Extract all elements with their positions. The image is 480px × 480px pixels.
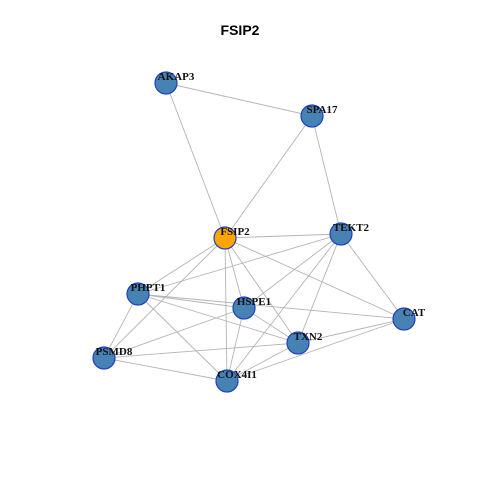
node-hspe1[interactable]: HSPE1 (232, 296, 271, 320)
node-circle[interactable] (126, 282, 150, 306)
edge-txn2-cox4i1 (226, 342, 299, 382)
node-psmd8[interactable]: PSMD8 (92, 346, 133, 370)
edge-fsip2-cox4i1 (224, 237, 228, 382)
edge-fsip2-hspe1 (224, 237, 245, 309)
node-tekt2[interactable]: TEKT2 (329, 222, 370, 246)
node-label: FSIP2 (220, 226, 250, 238)
edge-fsip2-tekt2 (224, 233, 342, 239)
node-circle[interactable] (329, 222, 353, 246)
node-label: PHPT1 (131, 282, 166, 294)
node-label: TEKT2 (333, 222, 370, 234)
edge-hspe1-psmd8 (103, 307, 245, 359)
edge-tekt2-txn2 (297, 233, 342, 344)
node-label: PSMD8 (96, 346, 133, 358)
node-circle[interactable] (213, 226, 237, 250)
node-circle[interactable] (92, 346, 116, 370)
edge-fsip2-psmd8 (103, 237, 226, 359)
node-phpt1[interactable]: PHPT1 (126, 282, 166, 306)
node-circle[interactable] (286, 331, 310, 355)
node-label: AKAP3 (158, 71, 195, 83)
edge-phpt1-cat (137, 293, 405, 320)
edge-fsip2-phpt1 (137, 237, 226, 295)
edge-txn2-psmd8 (103, 342, 299, 359)
edge-spa17-fsip2 (224, 115, 313, 239)
node-circle[interactable] (215, 369, 239, 393)
edge-txn2-cat (297, 318, 405, 344)
edge-phpt1-hspe1 (137, 293, 245, 309)
edge-tekt2-phpt1 (137, 233, 342, 295)
edge-hspe1-cox4i1 (226, 307, 245, 382)
node-cox4i1[interactable]: COX4I1 (215, 369, 257, 393)
node-circle[interactable] (154, 71, 178, 95)
node-fsip2[interactable]: FSIP2 (213, 226, 250, 250)
diagram-title: FSIP2 (221, 22, 260, 38)
node-spa17[interactable]: SPA17 (300, 104, 338, 128)
node-label: COX4I1 (217, 369, 257, 381)
edge-phpt1-psmd8 (103, 293, 139, 359)
edge-akap3-fsip2 (165, 82, 226, 239)
edge-phpt1-txn2 (137, 293, 299, 344)
edge-spa17-tekt2 (311, 115, 342, 235)
node-circle[interactable] (392, 307, 416, 331)
edge-cat-cox4i1 (226, 318, 405, 382)
node-label: TXN2 (294, 331, 323, 343)
node-txn2[interactable]: TXN2 (286, 331, 323, 355)
edge-phpt1-cox4i1 (137, 293, 228, 382)
edge-psmd8-cox4i1 (103, 357, 228, 382)
node-label: SPA17 (307, 104, 338, 116)
edge-tekt2-cat (340, 233, 405, 320)
node-label: CAT (403, 307, 426, 319)
edge-fsip2-txn2 (224, 237, 299, 344)
edge-tekt2-hspe1 (243, 233, 342, 309)
node-circle[interactable] (232, 296, 256, 320)
node-akap3[interactable]: AKAP3 (154, 71, 195, 95)
edges-layer (103, 82, 405, 382)
node-label: HSPE1 (237, 296, 271, 308)
edge-fsip2-cat (224, 237, 405, 320)
node-cat[interactable]: CAT (392, 307, 426, 331)
node-circle[interactable] (300, 104, 324, 128)
edge-akap3-spa17 (165, 82, 313, 117)
